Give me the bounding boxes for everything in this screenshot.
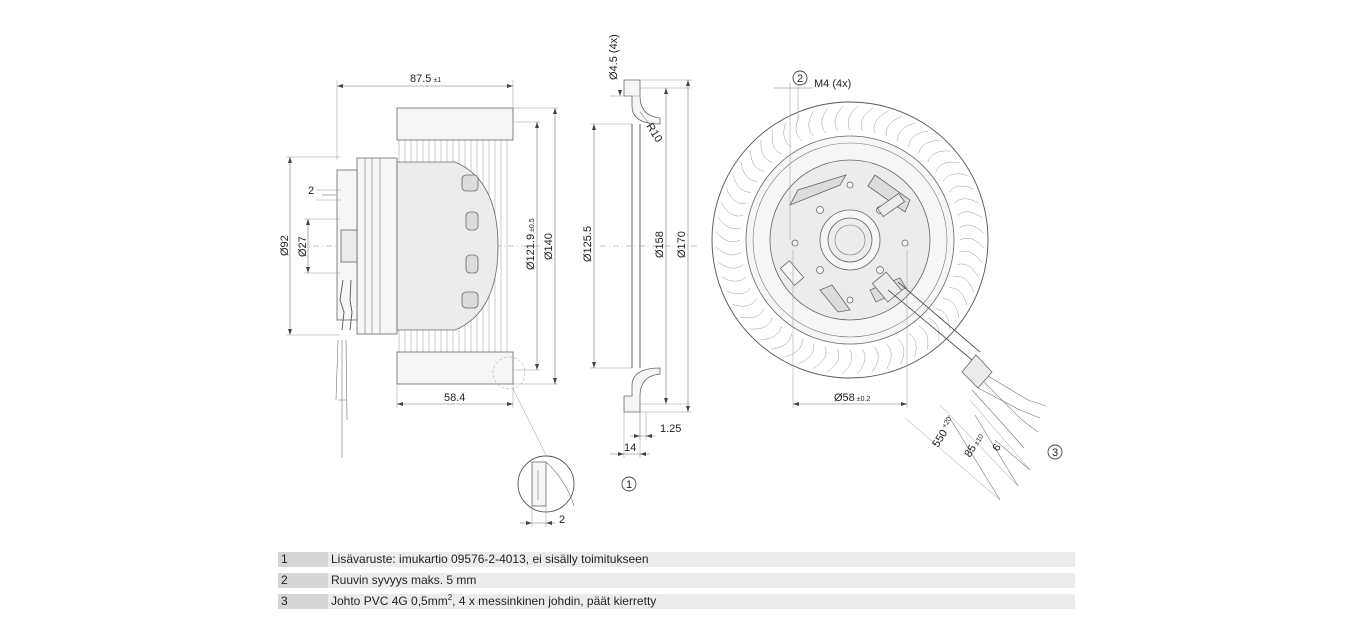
dim-dia-140: Ø140 [543, 233, 555, 260]
svg-text:1: 1 [626, 479, 632, 491]
dim-dia-58: Ø58±0.2 [834, 392, 870, 404]
dim-radius: R10 [643, 121, 664, 144]
legend-row: 3 Johto PVC 4G 0,5mm2, 4 x messinkinen j… [278, 594, 1075, 609]
callout-1: 1 [621, 476, 637, 492]
dim-dia-170: Ø170 [676, 231, 688, 258]
legend-text: Lisävaruste: imukartio 09576-2-4013, ei … [331, 552, 649, 566]
legend-number: 2 [278, 573, 328, 588]
callout-3: 3 [1047, 444, 1063, 460]
legend-number: 1 [278, 552, 328, 567]
front-view: M4 (4x) 2 Ø58±0.2 550+20 85±10 6 3 [711, 70, 1063, 501]
dim-cable-6: 6 [990, 442, 1003, 454]
dim-hole-dia: Ø4.5 (4x) [608, 34, 620, 80]
dim-dia-92: Ø92 [279, 235, 291, 256]
dim-ring-125: 1.25 [660, 423, 681, 435]
dim-shoulder: 2 [308, 185, 314, 197]
legend-number: 3 [278, 594, 328, 609]
callout-2: 2 [792, 70, 808, 86]
dim-dia-121: Ø121.9±0.5 [525, 218, 537, 270]
svg-text:2: 2 [797, 73, 803, 85]
legend-row: 2 Ruuvin syvyys maks. 5 mm [278, 573, 1075, 588]
dim-dia-158: Ø158 [654, 231, 666, 258]
dim-ring-14: 14 [624, 442, 636, 454]
dim-dia-1255: Ø125.5 [582, 226, 594, 262]
svg-text:3: 3 [1052, 447, 1058, 459]
technical-drawing: 87.5±1 2 Ø92 Ø27 Ø121.9±0.5 Ø140 [279, 34, 1063, 527]
side-view: 87.5±1 2 Ø92 Ø27 Ø121.9±0.5 Ø140 [279, 73, 575, 527]
legend-table: 1 Lisävaruste: imukartio 09576-2-4013, e… [278, 552, 1075, 615]
dim-cable-85: 85±10 [962, 431, 986, 459]
dim-detail-2: 2 [559, 514, 565, 526]
legend-row: 1 Lisävaruste: imukartio 09576-2-4013, e… [278, 552, 1075, 567]
dim-dia-27: Ø27 [297, 236, 309, 257]
dim-side-width: 87.5±1 [410, 73, 441, 85]
dim-thread: M4 (4x) [814, 78, 851, 90]
section-view: Ø4.5 (4x) R10 Ø125.5 Ø158 Ø170 14 1 [582, 34, 700, 492]
legend-text: Johto PVC 4G 0,5mm2, 4 x messinkinen joh… [331, 593, 657, 609]
dim-cable-550: 550+20 [930, 416, 957, 450]
legend-text: Ruuvin syvyys maks. 5 mm [331, 573, 477, 587]
dim-depth-584: 58.4 [444, 392, 465, 404]
